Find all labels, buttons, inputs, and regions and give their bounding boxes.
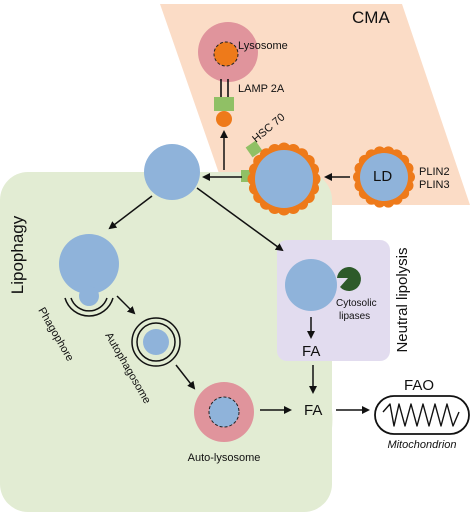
cytosolic-label: Cytosolic [336,298,377,309]
phagophore-inner-arc [70,297,108,312]
autophagosome-outer-ring [131,317,181,367]
plin3-label: PLIN3 [419,179,450,191]
fao-title: FAO [404,377,434,394]
lysosome-inner-dashed [213,41,239,67]
lamp2a-receptor [214,97,234,111]
lipid-droplet-free [144,144,200,200]
hsc70-chaperone-top [245,140,263,158]
lipophagy-droplet-bud [79,286,99,306]
lipophagy-title: Lipophagy [8,215,27,294]
lamp2a-label: LAMP 2A [238,83,285,95]
lipophagy-droplet [59,234,119,294]
arrow-to-autophagosome [116,295,136,315]
phagophore-outer-arc [64,297,114,317]
plin2-label: PLIN2 [419,166,450,178]
neutral-lipolysis-title: Neutral lipolysis [394,247,411,352]
autolysosome-droplet [208,396,240,428]
cma-substrate [216,111,232,127]
autophagosome-inner-ring [136,322,176,362]
autophagosome-droplet [143,329,169,355]
autolysosome-label: Auto-lysosome [188,452,261,464]
mitochondrion-label: Mitochondrion [387,439,456,451]
cma-title: CMA [352,8,390,27]
cytosolic-lipase-pacman [337,267,361,292]
arrow-to-autolysosome [175,364,196,390]
lipid-core [360,153,408,201]
mitochondrion-icon [374,395,470,435]
lipases-label: lipases [339,311,370,322]
neutral-lipid-droplet [285,259,337,311]
lysosome-label: Lysosome [238,40,288,52]
coated-lipid-droplet-middle [247,142,321,216]
arrow-to-lipophagy [108,195,153,230]
lipid-core [255,150,313,208]
fa-label-main: FA [304,402,322,419]
arrow-to-neutral-lipolysis [196,187,284,252]
coated-lipid-droplet-ld [353,146,415,208]
fa-label-neutral: FA [302,343,320,360]
ld-label: LD [373,168,392,185]
